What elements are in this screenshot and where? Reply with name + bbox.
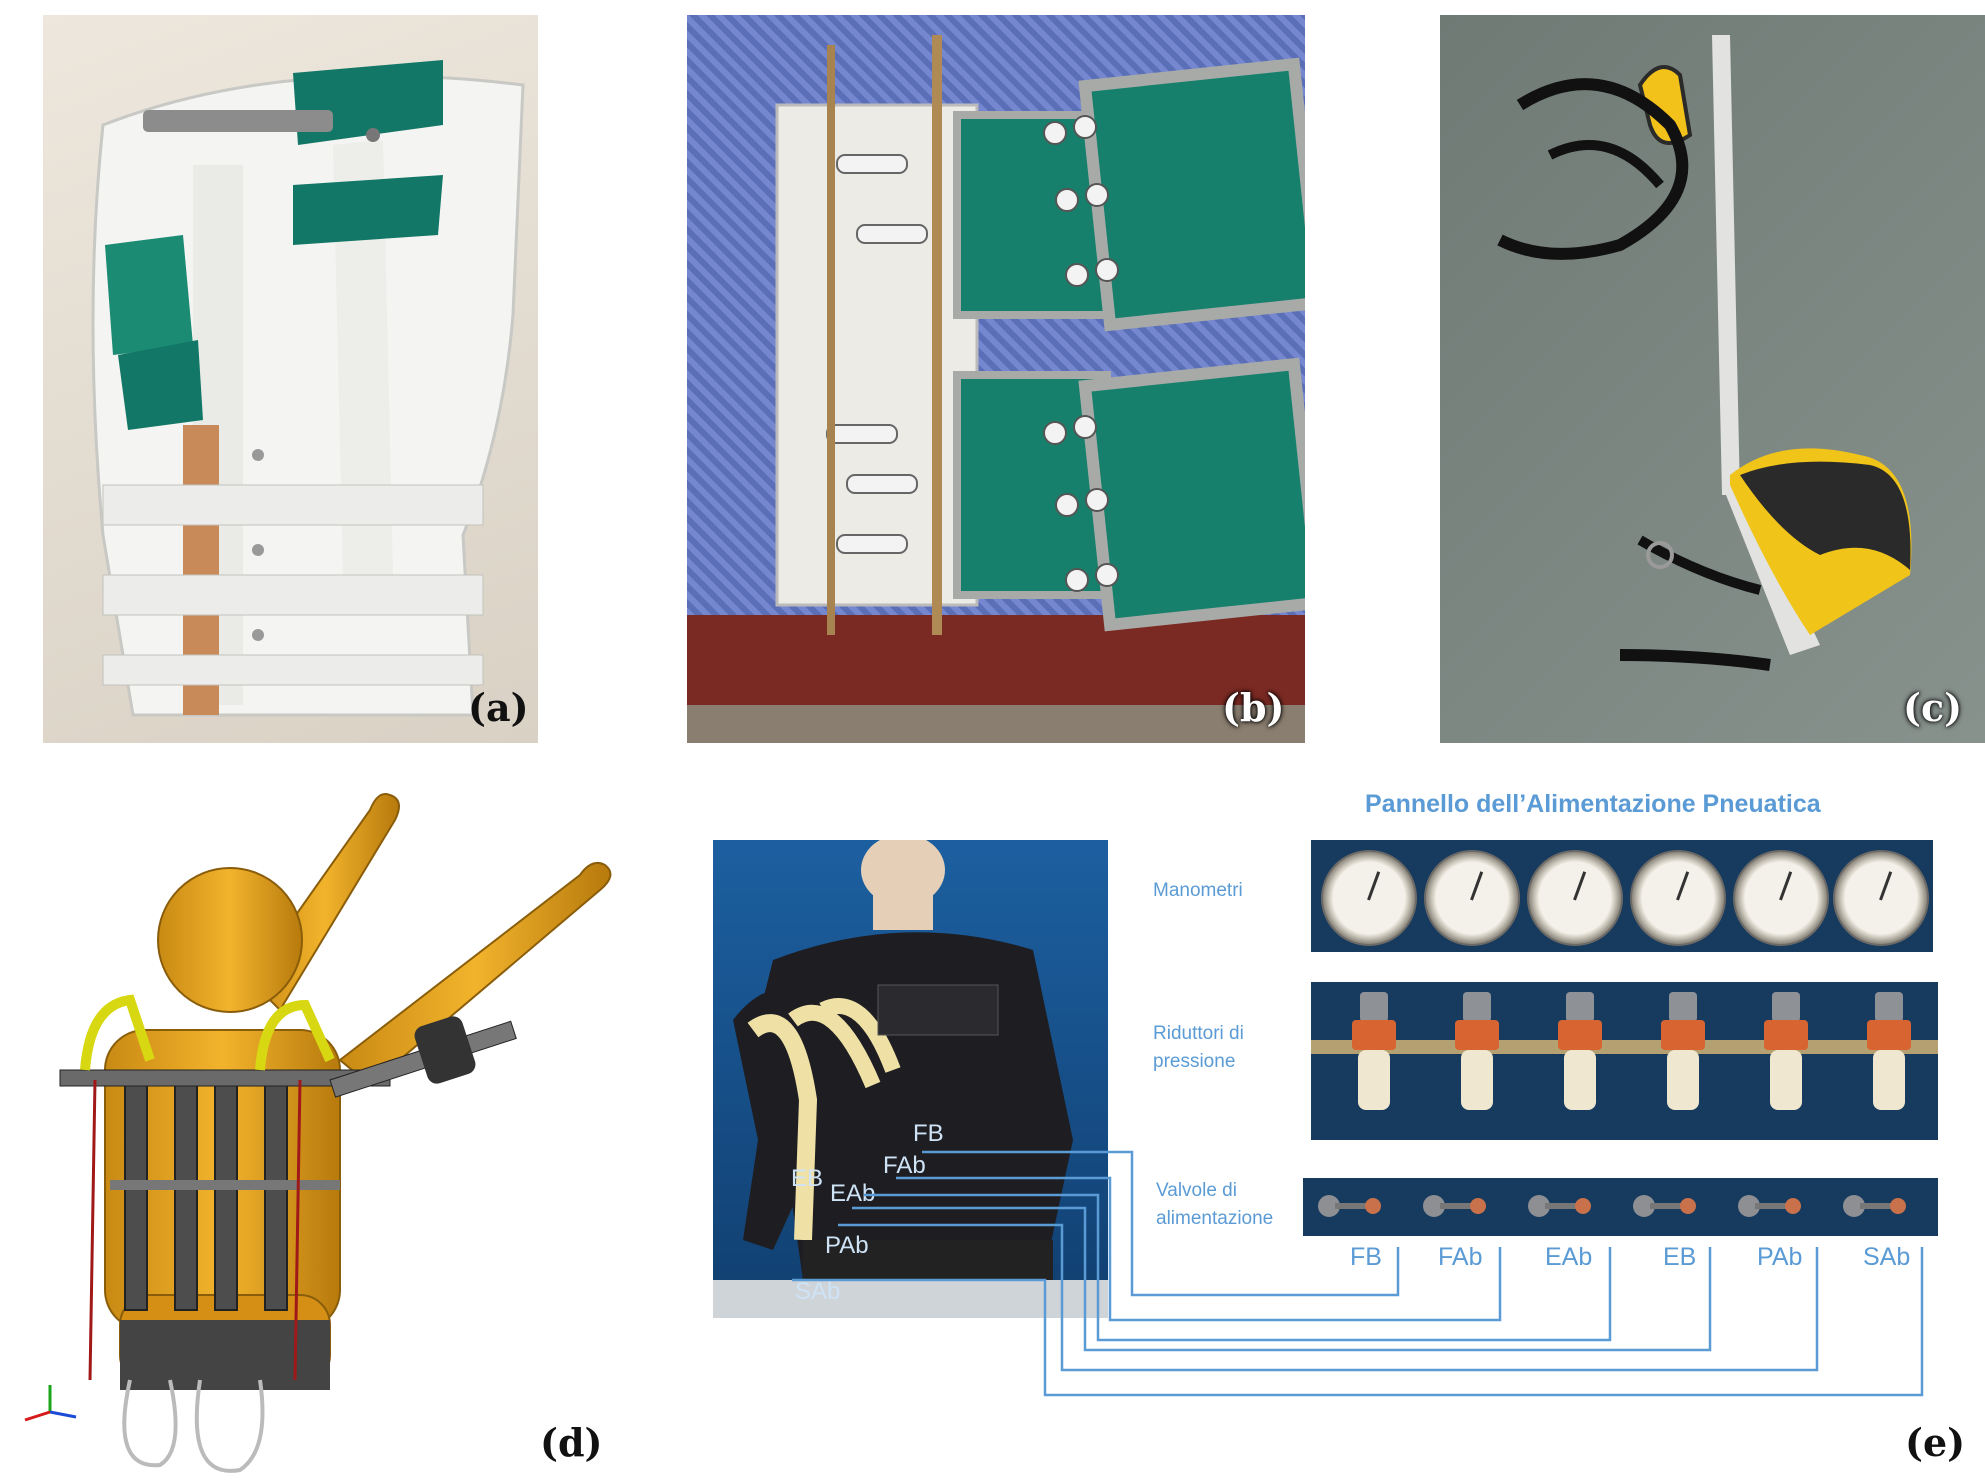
panel-d-label: (d) [540,1420,603,1465]
supply-valve-icon [1318,1195,1381,1217]
exosuit-illustration [713,840,1108,1318]
supply-valve-icon [1738,1195,1801,1217]
hose-label-pab: PAb [825,1232,869,1259]
valve-label-pab: PAb [1757,1243,1803,1271]
panel-a-brace-photo: (a) [43,15,538,743]
panel-c-label: (c) [1903,685,1963,730]
hose-label-fab: FAb [883,1152,926,1179]
panel-b-label: (b) [1222,685,1285,730]
pressure-regulator-icon [1558,992,1602,1110]
row-label-gauges: Manometri [1153,880,1243,901]
gauge-icon [1321,850,1417,946]
valves-strip [1303,1178,1938,1236]
panel-e-label: (e) [1905,1420,1966,1465]
modules-illustration [687,35,1305,743]
panel-c-arm-support-photo: (c) [1440,15,1985,743]
row-label-valves-line1: Valvole di [1156,1180,1237,1201]
gauge-icon [1833,850,1929,946]
gauge-icon [1424,850,1520,946]
hose-label-sab: SAb [795,1278,841,1305]
gauges-strip [1311,840,1933,952]
gauge-icon [1527,850,1623,946]
hose-label-eb: EB [791,1165,824,1192]
supply-valve-icon [1528,1195,1591,1217]
row-label-regulators-line2: pressione [1153,1051,1236,1072]
pressure-regulator-icon [1764,992,1808,1110]
arm-support-illustration [1497,35,1912,671]
valve-label-sab: SAb [1863,1243,1911,1271]
panel-a-label: (a) [468,685,529,730]
row-label-regulators-line1: Riduttori di [1153,1023,1244,1044]
regulators-strip [1311,982,1938,1140]
hose-label-eab: EAb [830,1180,876,1207]
valve-label-fab: FAb [1438,1243,1483,1271]
pressure-regulator-icon [1352,992,1396,1110]
panel-d-cad-model: (d) [0,780,640,1482]
hose-label-fb: FB [913,1120,944,1147]
valve-label-fb: FB [1350,1243,1382,1271]
supply-valve-icon [1423,1195,1486,1217]
supply-valve-icon [1843,1195,1906,1217]
brace-illustration [91,60,525,717]
cad-figure-illustration [24,793,612,1473]
valve-label-eb: EB [1663,1243,1697,1271]
pressure-regulator-icon [1661,992,1705,1110]
supply-valve-icon [1633,1195,1696,1217]
exosuit-photo: FB FAb EB EAb PAb SAb [713,840,1108,1318]
panel-e-title: Pannello dell’Alimentazione Pneuatica [1365,790,1821,818]
panel-e-pneumatic-system: Pannello dell’Alimentazione Pneuatica FB… [700,780,1985,1482]
panel-b-modules-photo: (b) [687,15,1305,743]
pressure-regulator-icon [1455,992,1499,1110]
axis-triad-icon [24,1385,77,1422]
valve-label-eab: EAb [1545,1243,1593,1271]
gauge-icon [1733,850,1829,946]
gauge-icon [1630,850,1726,946]
pressure-regulator-icon [1867,992,1911,1110]
row-label-valves-line2: alimentazione [1156,1208,1274,1229]
